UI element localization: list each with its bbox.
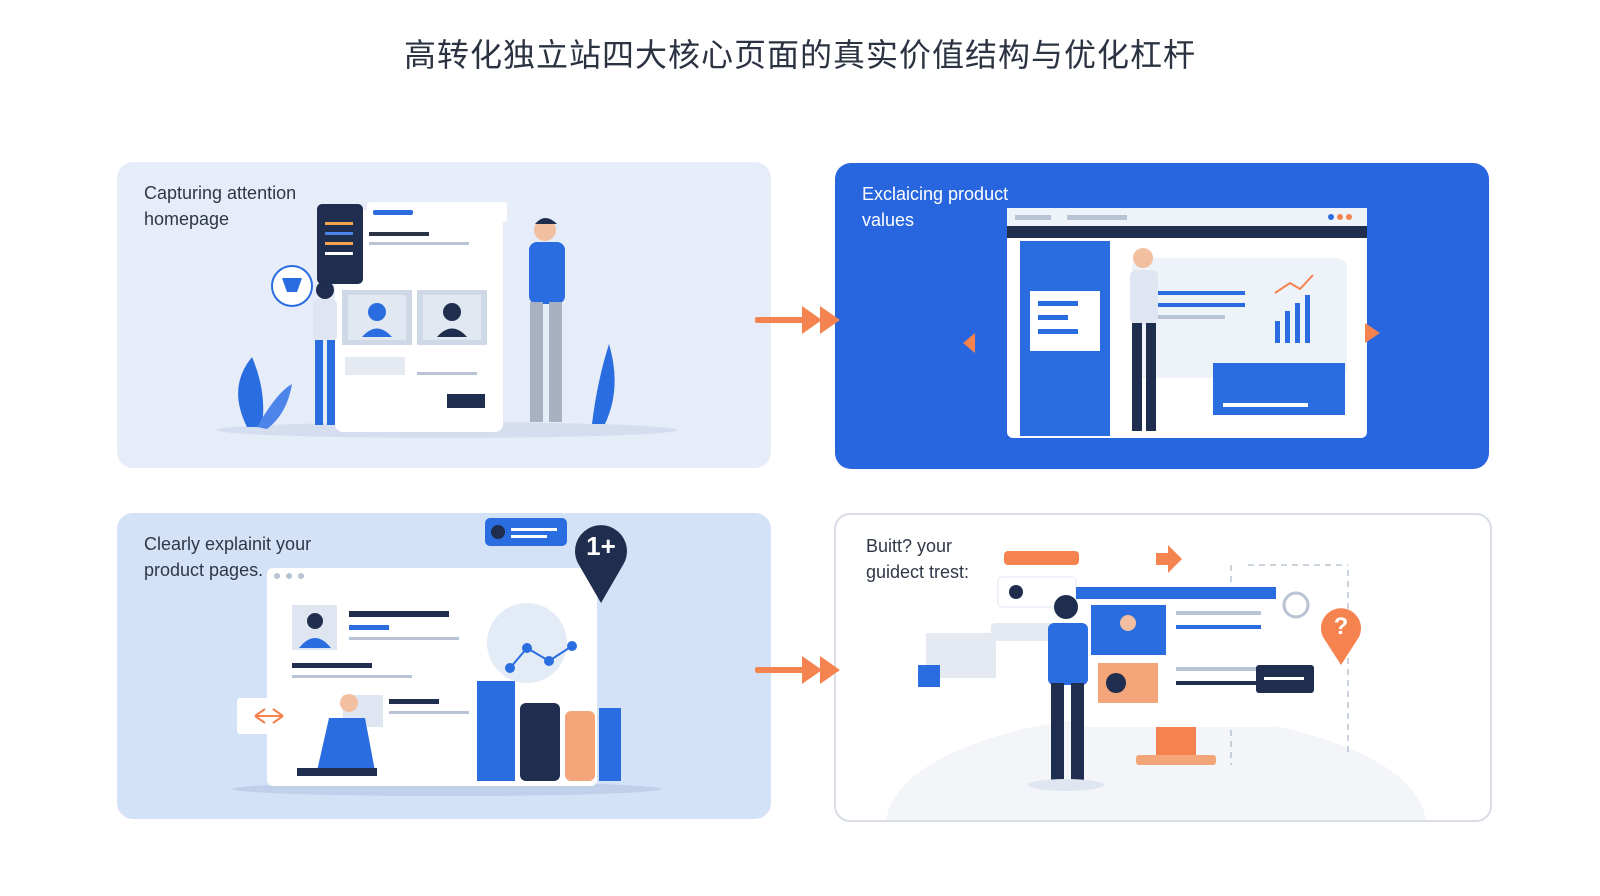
swap-arrows-icon <box>254 708 284 724</box>
bar-chart-icon <box>1274 274 1314 343</box>
product-pages-panel: Clearly explainit your product pages. <box>117 513 771 819</box>
arrow-right-icon <box>755 656 840 684</box>
page-title: 高转化独立站四大核心页面的真实价值结构与优化杠杆 <box>403 36 1196 74</box>
product-pages-illustration <box>232 518 662 796</box>
chat-bubble-icon <box>485 518 567 546</box>
arrow-right-icon <box>755 306 840 334</box>
number-pin-icon <box>575 525 627 603</box>
panel-label: Exclaicing product values <box>862 184 1009 230</box>
panel-label: Clearly explainit your product pages. <box>144 534 312 580</box>
arrow-right-icon <box>1156 545 1182 573</box>
number-pin-label: 1+ <box>586 531 616 561</box>
question-pin-icon <box>1321 608 1361 665</box>
question-pin-label: ? <box>1333 613 1349 640</box>
homepage-illustration <box>217 202 677 438</box>
product-value-panel: Exclaicing product values <box>835 163 1489 469</box>
trust-panel: Buitt? your guidect trest: ? <box>834 513 1492 822</box>
panel-label: Capturing attention homepage <box>144 183 297 229</box>
panel-label: Buitt? your guidect trest: <box>866 536 970 582</box>
trust-illustration <box>886 545 1426 820</box>
homepage-panel: Capturing attention homepage <box>117 162 771 468</box>
product-value-illustration <box>963 208 1380 438</box>
